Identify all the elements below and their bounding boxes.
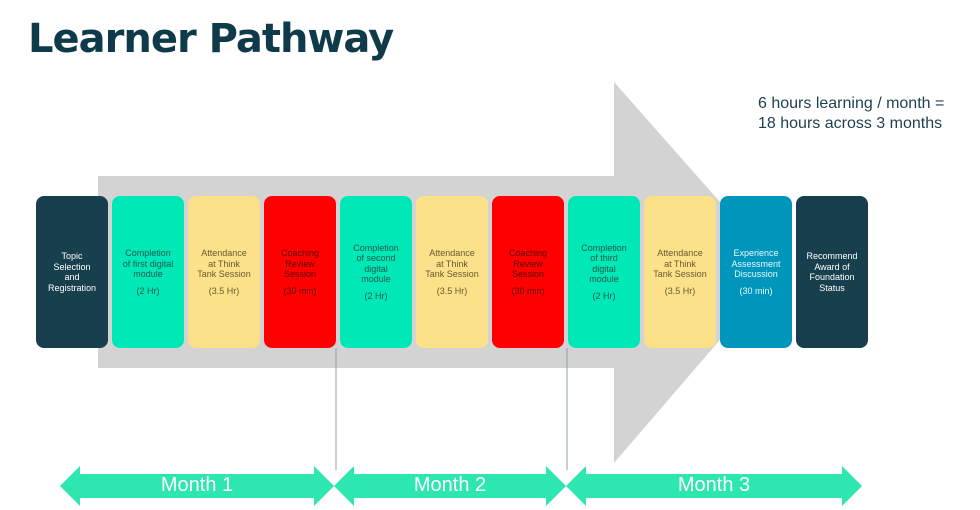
step-title: Completion of third digital module: [581, 242, 627, 285]
step-box: Attendance at Think Tank Session (3.5 Hr…: [188, 196, 260, 348]
step-duration: (2 Hr): [592, 290, 616, 301]
step-duration: (3.5 Hr): [208, 285, 240, 296]
step-box: Completion of second digital module (2 H…: [340, 196, 412, 348]
hours-note-line-2: 18 hours across 3 months: [758, 115, 943, 132]
step-box: Coaching Review Session (30 min): [492, 196, 564, 348]
step-duration: (2 Hr): [364, 290, 388, 301]
step-box: Recommend Award of Foundation Status: [796, 196, 868, 348]
step-title: Topic Selection and Registration: [47, 251, 97, 293]
month-arrow: [334, 466, 566, 506]
step-duration: (3.5 Hr): [664, 285, 696, 296]
month-arrow: [60, 466, 334, 506]
step-title: Attendance at Think Tank Session: [653, 248, 707, 279]
step-box: Attendance at Think Tank Session (3.5 Hr…: [644, 196, 716, 348]
month-label: Month 3: [677, 474, 751, 496]
hours-note-line-1: 6 hours learning / month =: [758, 95, 945, 112]
step-title: Completion of first digital module: [122, 248, 174, 279]
step-box: Attendance at Think Tank Session (3.5 Hr…: [416, 196, 488, 348]
month-label: Month 2: [413, 474, 487, 496]
step-duration: (30 min): [511, 285, 545, 296]
month-arrow: [566, 466, 862, 506]
step-box: Completion of first digital module (2 Hr…: [112, 196, 184, 348]
hours-note: 6 hours learning / month = 18 hours acro…: [758, 94, 944, 134]
step-duration: (2 Hr): [136, 285, 160, 296]
step-box: Experience Assessment Discussion (30 min…: [720, 196, 792, 348]
step-title: Attendance at Think Tank Session: [197, 248, 251, 279]
step-title: Completion of second digital module: [353, 242, 399, 285]
step-title: Attendance at Think Tank Session: [425, 248, 479, 279]
step-box: Coaching Review Session (30 min): [264, 196, 336, 348]
page-title: Learner Pathway: [28, 16, 394, 62]
step-duration: (30 min): [283, 285, 317, 296]
month-label: Month 1: [160, 474, 234, 496]
step-title: Experience Assessment Discussion: [731, 248, 781, 279]
step-title: Coaching Review Session: [508, 248, 548, 279]
step-title: Coaching Review Session: [280, 248, 320, 279]
step-box: Completion of third digital module (2 Hr…: [568, 196, 640, 348]
step-box: Topic Selection and Registration: [36, 196, 108, 348]
step-duration: (30 min): [739, 285, 773, 296]
step-title: Recommend Award of Foundation Status: [806, 251, 858, 293]
step-duration: (3.5 Hr): [436, 285, 468, 296]
